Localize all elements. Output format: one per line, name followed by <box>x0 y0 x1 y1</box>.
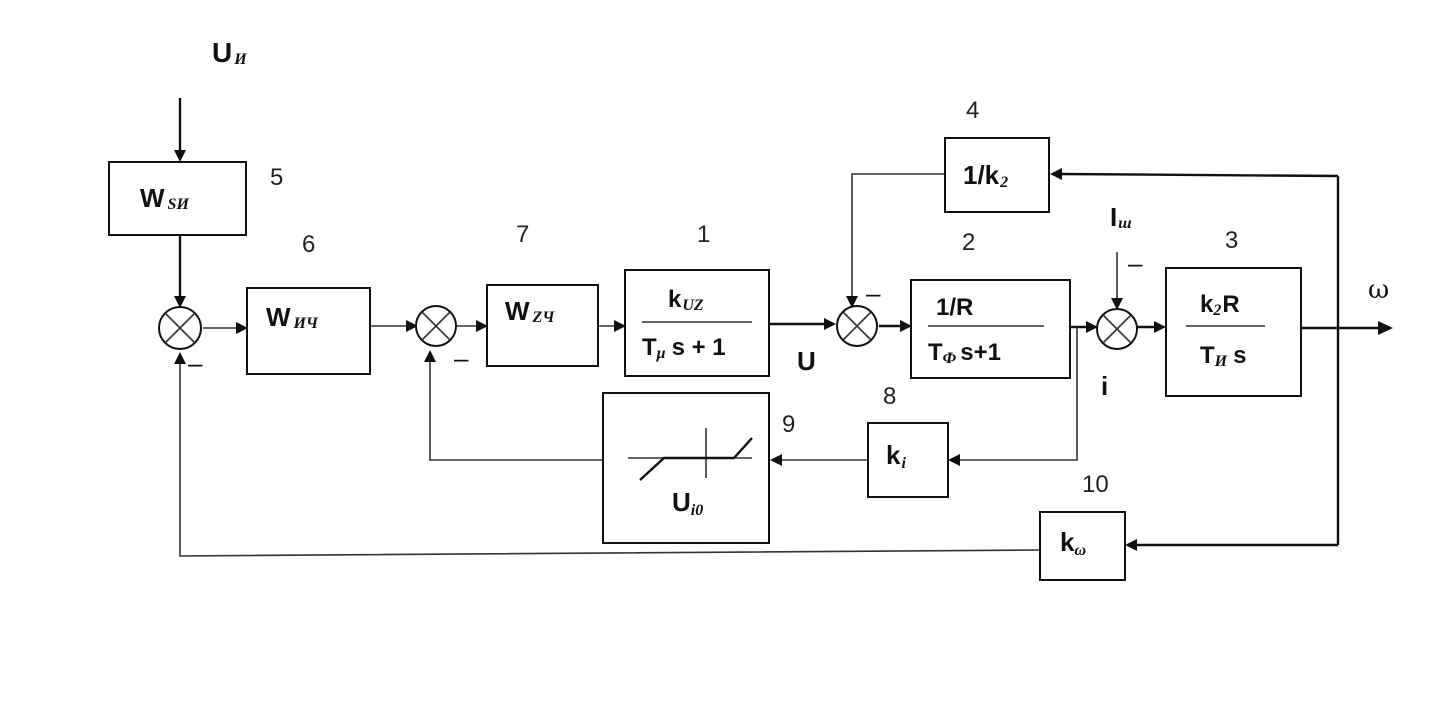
block-6-number: 6 <box>302 231 315 258</box>
minus-sign-sum2: – <box>454 343 469 373</box>
summing-junction-2 <box>415 305 457 347</box>
block-8: ki <box>867 422 949 498</box>
block-10: kω <box>1039 511 1126 581</box>
wire-9-to-sum2 <box>429 360 603 461</box>
signal-u-label: U <box>797 346 816 376</box>
svg-text:kUZ: kUZ <box>668 286 704 314</box>
summing-junction-4 <box>1096 308 1138 350</box>
block-2-number: 2 <box>962 229 975 256</box>
svg-text:Ui0: Ui0 <box>672 487 703 519</box>
svg-text:Tμs + 1: Tμs + 1 <box>642 334 726 362</box>
svg-text:UИ: UИ <box>212 37 247 68</box>
arrow-into-8 <box>948 454 960 466</box>
input-iload-label: Iш <box>1110 202 1132 232</box>
minus-sign-sum3: – <box>866 278 881 308</box>
summing-junction-1 <box>158 306 202 350</box>
arrow-into-5 <box>174 150 186 162</box>
block-3-number: 3 <box>1225 227 1238 254</box>
minus-sign-sum1: – <box>188 348 203 378</box>
arrow-into-1 <box>614 320 626 332</box>
svg-text:WИЧ: WИЧ <box>266 302 319 332</box>
block-7-number: 7 <box>516 221 529 248</box>
svg-text:WZЧ: WZЧ <box>505 296 555 326</box>
arrow-into-9 <box>770 454 782 466</box>
block-4-number: 4 <box>966 97 979 124</box>
arrow-into-sum1-bottom <box>174 352 186 364</box>
arrow-into-2 <box>900 320 912 332</box>
svg-text:Iш: Iш <box>1110 202 1132 232</box>
svg-text:WSИ: WSИ <box>140 183 189 213</box>
arrow-into-7 <box>476 320 488 332</box>
summing-junction-3 <box>836 305 878 347</box>
minus-sign-sum4: – <box>1128 248 1143 278</box>
svg-text:k2R: k2R <box>1200 291 1240 319</box>
block-1-number: 1 <box>697 221 710 248</box>
wire-4-to-sum3 <box>851 173 945 298</box>
arrow-into-3 <box>1154 321 1166 333</box>
block-9: Ui0 <box>602 392 770 544</box>
arrow-into-sum3 <box>824 318 836 330</box>
arrow-into-sum2 <box>406 320 418 332</box>
svg-text:1/R: 1/R <box>936 294 973 321</box>
wire-omega-to-4 <box>1059 172 1339 178</box>
arrow-into-sum2-bottom <box>424 350 436 362</box>
block-4: 1/k2 <box>944 137 1050 213</box>
arrow-into-10 <box>1125 539 1137 551</box>
block-10-number: 10 <box>1082 471 1109 498</box>
svg-text:1/k2: 1/k2 <box>963 160 1008 191</box>
arrow-into-6 <box>236 322 248 334</box>
signal-omega-label: ω <box>1368 275 1389 305</box>
block-5-number: 5 <box>270 164 283 191</box>
arrow-into-4 <box>1050 168 1062 180</box>
block-8-number: 8 <box>883 383 896 410</box>
arrow-into-sum1-top <box>174 296 186 308</box>
svg-text:kω: kω <box>1060 527 1086 559</box>
arrow-output-omega <box>1378 321 1393 335</box>
svg-text:TИs: TИs <box>1200 342 1246 370</box>
block-9-number: 9 <box>782 411 795 438</box>
arrow-into-sum4-top <box>1111 298 1123 310</box>
wire-10-to-sum1 <box>179 362 1041 557</box>
signal-i-label: i <box>1101 371 1108 401</box>
svg-text:ki: ki <box>886 440 906 472</box>
arrow-into-sum3-top <box>846 296 858 308</box>
wire-i-to-8 <box>958 327 1078 461</box>
arrow-into-sum4 <box>1086 321 1098 333</box>
svg-text:TФs+1: TФs+1 <box>928 339 1001 367</box>
dead-zone-characteristic <box>639 437 753 481</box>
